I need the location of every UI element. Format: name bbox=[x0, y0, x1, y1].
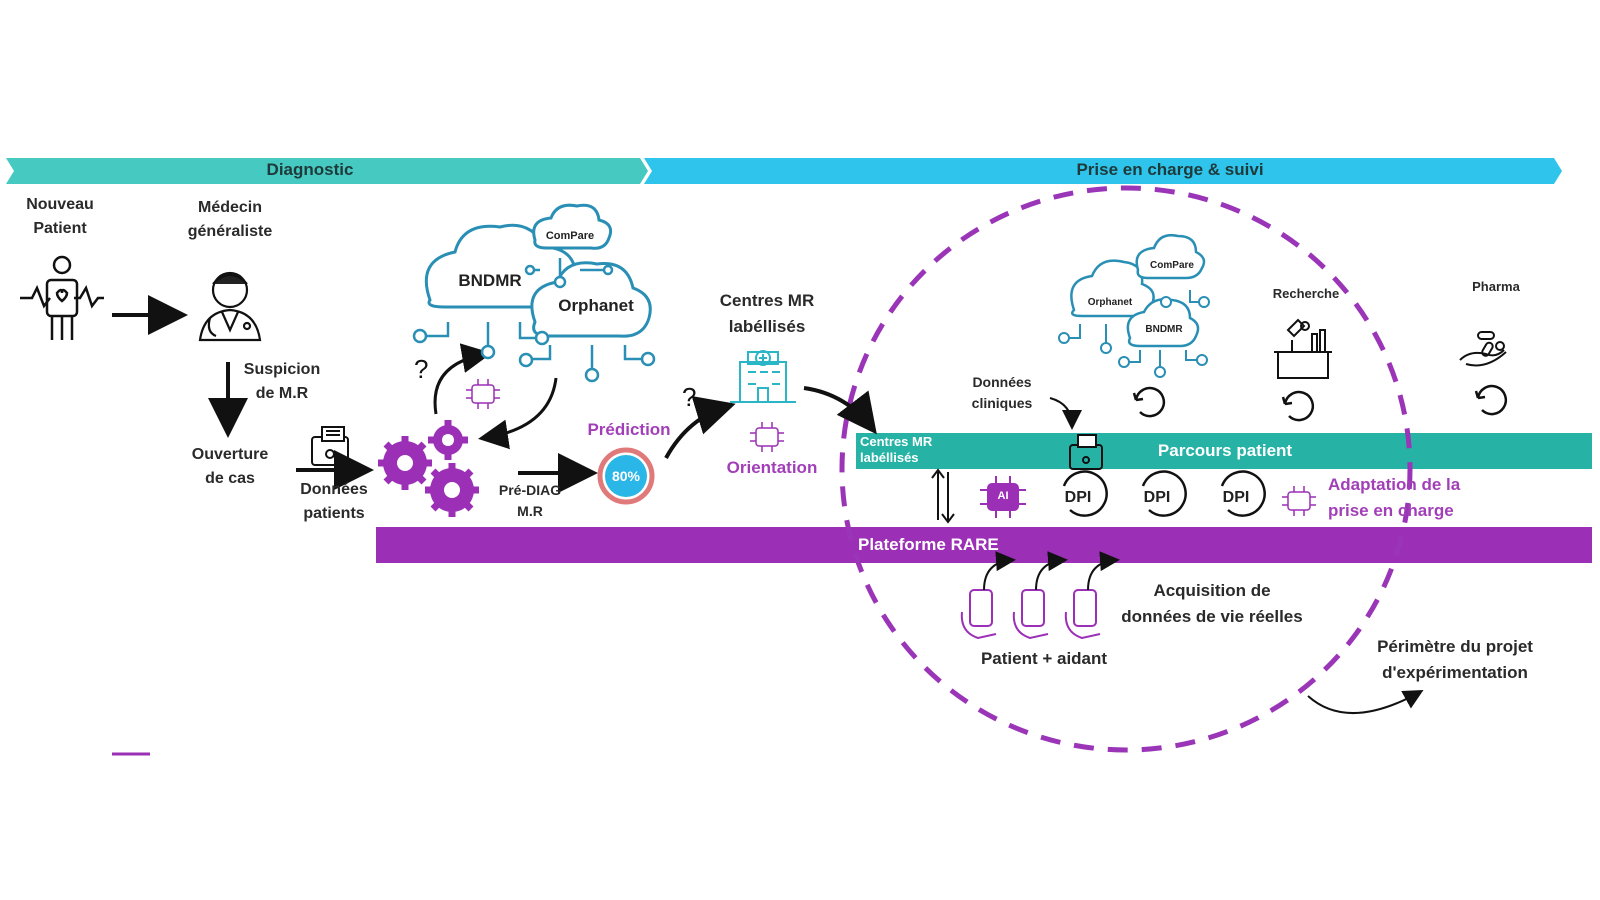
label-medecin: Médecin généraliste bbox=[187, 199, 273, 240]
question-mark-1: ? bbox=[414, 354, 429, 384]
doctor-icon bbox=[198, 271, 262, 342]
phone-upload-arrows bbox=[983, 551, 1120, 591]
prediction-gauge bbox=[597, 447, 655, 505]
label-nouveau-patient: Nouveau Patient bbox=[26, 196, 94, 237]
label-pharma: Pharma bbox=[1472, 279, 1520, 294]
dpi-label-3: DPI bbox=[1222, 489, 1250, 506]
ai-chip-icon-2 bbox=[750, 422, 784, 452]
pharma-icon bbox=[1459, 331, 1507, 367]
phone-icons bbox=[960, 589, 1101, 640]
label-prediction: Prédiction bbox=[587, 420, 671, 439]
gears-icon bbox=[378, 420, 479, 517]
label-donnees-cliniques: Données cliniques bbox=[971, 374, 1033, 411]
cloud-circuit-right bbox=[1058, 290, 1210, 378]
ai-chip-icon-1 bbox=[466, 379, 500, 409]
dpi-label-1: DPI bbox=[1064, 489, 1092, 506]
label-patient-aidant: Patient + aidant bbox=[980, 649, 1108, 668]
cloud-label-compare: ComPare bbox=[545, 230, 595, 242]
ai-chip-icon-4 bbox=[1282, 486, 1316, 516]
research-icon bbox=[1274, 318, 1332, 379]
arrow-perimetre bbox=[1307, 690, 1424, 714]
ai-chip-icon-3 bbox=[980, 476, 1026, 518]
band-parcours-patient: Parcours patient bbox=[1157, 441, 1293, 460]
label-recherche: Recherche bbox=[1272, 286, 1340, 301]
band-centres-mr: Centres MR labéllisés bbox=[860, 434, 933, 466]
parcours-patient-band bbox=[856, 433, 1592, 469]
parcours-file-icon bbox=[1069, 434, 1103, 470]
label-orientation: Orientation bbox=[726, 458, 818, 477]
clouds-right bbox=[1070, 234, 1206, 348]
question-mark-2: ? bbox=[682, 382, 697, 412]
arrow-cloud-to-gears bbox=[478, 377, 558, 450]
label-pre-diag: Pré-DIAG M.R bbox=[498, 482, 562, 519]
arrow-gears-to-cloud bbox=[433, 343, 492, 415]
exchange-arrows-icon bbox=[931, 468, 955, 524]
ai-chip-label: AI bbox=[997, 490, 1009, 502]
cloud-label-compare-right: ComPare bbox=[1150, 260, 1194, 271]
label-suspicion: Suspicion de M.R bbox=[243, 361, 321, 402]
perimeter-circle bbox=[839, 185, 1413, 753]
label-donnees-patients: Données patients bbox=[300, 481, 368, 522]
label-centres-mr: Centres MR labéllisés bbox=[719, 291, 815, 336]
band-plateforme-rare: Plateforme RARE bbox=[858, 535, 999, 554]
prise-en-charge-title: Prise en charge & suivi bbox=[1076, 160, 1264, 179]
prediction-percent: 80% bbox=[611, 468, 641, 484]
clouds-left bbox=[424, 203, 652, 338]
arrow-donnees-cliniques bbox=[1049, 397, 1082, 430]
prise-en-charge-banner bbox=[644, 158, 1562, 184]
cloud-label-bndmr: BNDMR bbox=[458, 271, 522, 290]
dpi-cycles bbox=[1062, 470, 1266, 517]
arrow-prediction-to-centres bbox=[664, 396, 736, 459]
patient-icon bbox=[20, 255, 104, 340]
label-perimetre: Périmètre du projet d'expérimentation bbox=[1377, 637, 1533, 682]
plateforme-rare-band bbox=[376, 527, 1592, 563]
cloud-label-orphanet: Orphanet bbox=[558, 296, 634, 315]
arrow-centres-to-parcours bbox=[803, 386, 877, 435]
cloud-label-bndmr-right: BNDMR bbox=[1145, 324, 1183, 335]
diagnostic-banner bbox=[6, 158, 648, 184]
label-acquisition: Acquisition de données de vie réelles bbox=[1121, 581, 1303, 626]
patient-file-icon bbox=[311, 426, 349, 466]
dpi-label-2: DPI bbox=[1143, 489, 1171, 506]
cycle-icons bbox=[1132, 384, 1508, 422]
cloud-label-orphanet-right: Orphanet bbox=[1087, 297, 1133, 308]
cloud-circuit-left bbox=[412, 258, 656, 383]
label-adaptation: Adaptation de la prise en charge bbox=[1328, 475, 1461, 520]
hospital-icon bbox=[730, 350, 796, 403]
label-ouverture: Ouverture de cas bbox=[191, 446, 269, 487]
diagnostic-title: Diagnostic bbox=[266, 160, 354, 179]
